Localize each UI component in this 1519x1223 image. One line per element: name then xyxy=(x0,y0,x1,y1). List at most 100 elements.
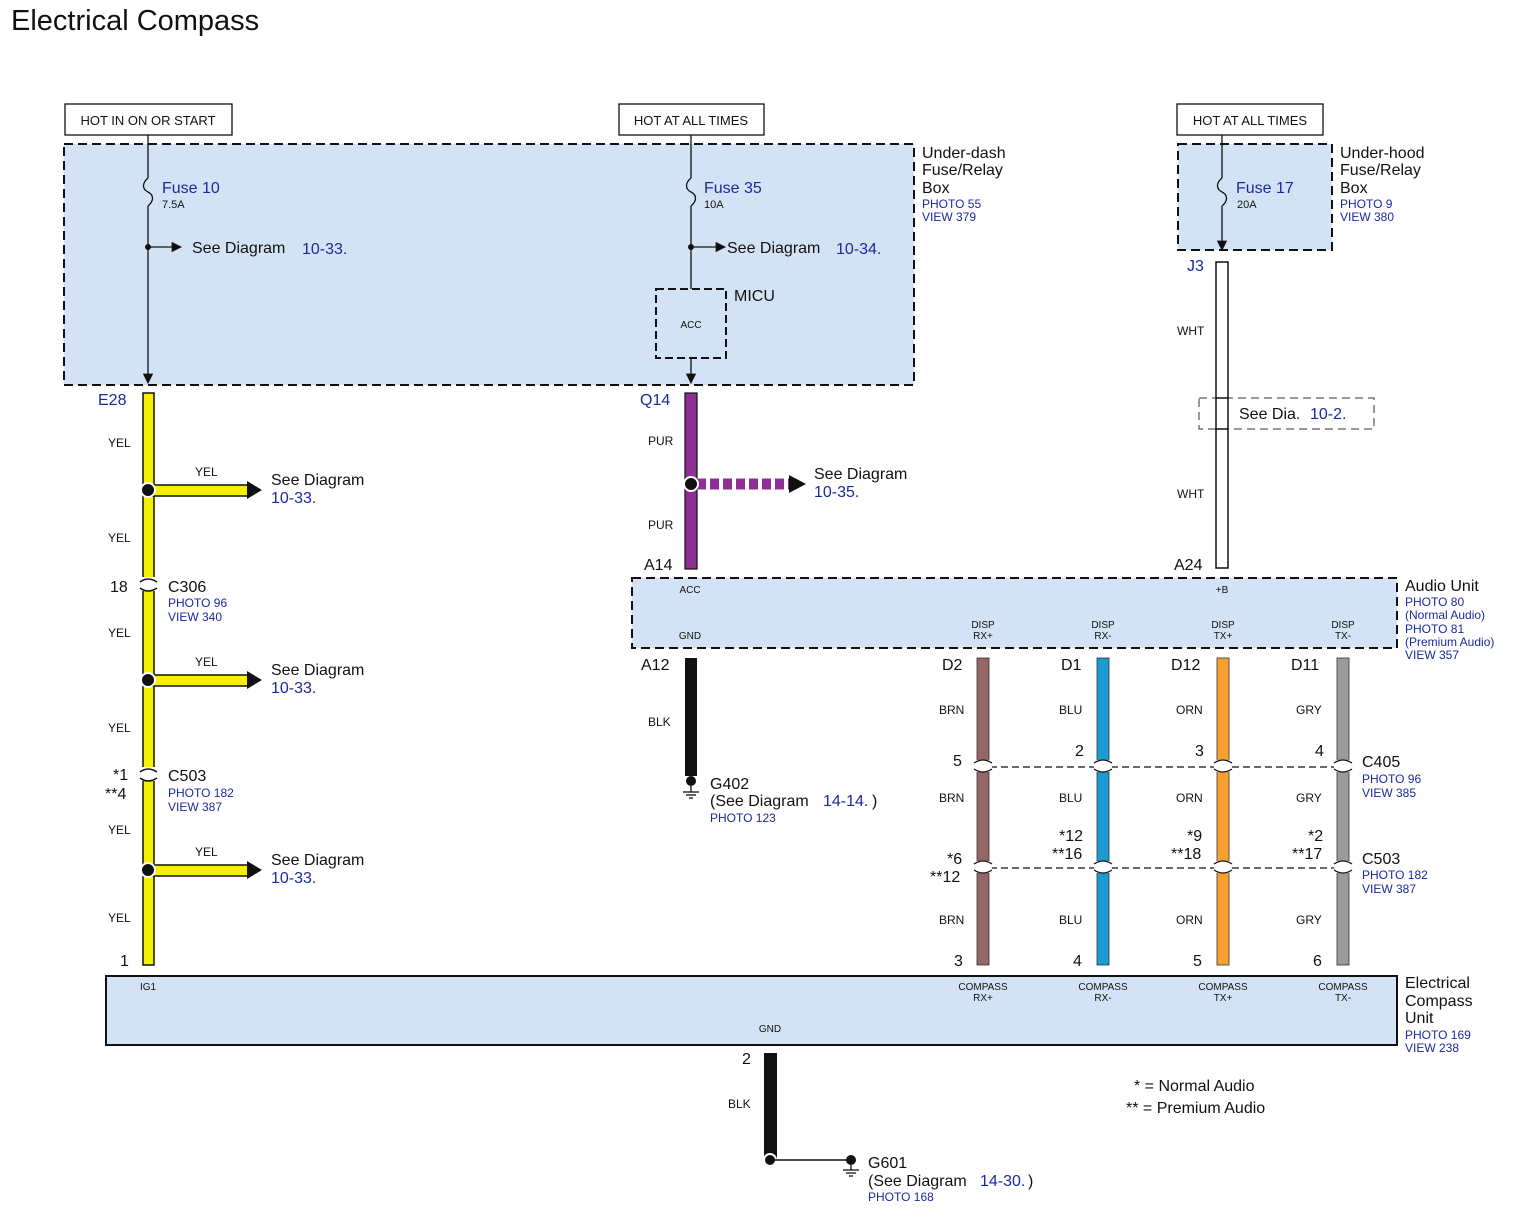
underhood-photo-link[interactable]: PHOTO 9 xyxy=(1340,197,1393,211)
g402-photo-link[interactable]: PHOTO 123 xyxy=(710,811,776,825)
wire-label-yel-2: YEL xyxy=(108,531,131,545)
see-diagram-1033-link[interactable]: 10-33. xyxy=(302,241,347,258)
see-dia-link[interactable]: 10-2. xyxy=(1310,406,1346,423)
c405-view-link[interactable]: VIEW 385 xyxy=(1362,786,1416,800)
compass-unit-box xyxy=(105,975,1398,1046)
fuse-10-icon xyxy=(142,177,154,207)
audio-disp-rxp-sub: RX+ xyxy=(973,631,993,642)
audio-photo-81[interactable]: PHOTO 81 xyxy=(1405,622,1464,636)
c405-pin-brn: 5 xyxy=(953,753,962,770)
c503-right-pin-normal-gry: *2 xyxy=(1308,828,1323,845)
wire-label-brn-2: BRN xyxy=(939,791,964,805)
g601-link[interactable]: 14-30. xyxy=(980,1173,1025,1190)
compass-label-rxp: COMPASS xyxy=(958,982,1008,993)
c405-name: C405 xyxy=(1362,754,1400,771)
terminal-d11: D11 xyxy=(1291,657,1319,674)
audio-disp-txn: DISP xyxy=(1331,620,1355,631)
see-diagram-pur-link[interactable]: 10-35. xyxy=(814,484,859,501)
wire-label-yel-6: YEL xyxy=(108,911,131,925)
fuse-35-amp: 10A xyxy=(704,199,724,211)
g402-see: (See Diagram xyxy=(710,793,809,810)
audio-note-premium: (Premium Audio) xyxy=(1405,635,1494,649)
underdash-view-link[interactable]: VIEW 379 xyxy=(922,210,976,224)
terminal-d1: D1 xyxy=(1061,657,1082,674)
wire-label-yel-1: YEL xyxy=(108,436,131,450)
audio-disp-rxn-sub: RX- xyxy=(1094,631,1111,642)
wire-label-yel-4: YEL xyxy=(108,721,131,735)
connector-c503-right xyxy=(973,860,1353,874)
see-diagram-yel-1-link[interactable]: 10-33. xyxy=(271,490,316,507)
audio-view-link[interactable]: VIEW 357 xyxy=(1405,648,1459,662)
c503-left-photo-link[interactable]: PHOTO 182 xyxy=(168,786,234,800)
see-diagram-1033-text: See Diagram xyxy=(192,240,285,257)
wire-blk-g402 xyxy=(685,658,697,776)
c503-left-name: C503 xyxy=(168,768,206,785)
audio-disp-rxn: DISP xyxy=(1091,620,1115,631)
c503-right-pin-premium-gry: **17 xyxy=(1292,846,1322,863)
c503-right-view-link[interactable]: VIEW 387 xyxy=(1362,882,1416,896)
wire-label-blu-3: BLU xyxy=(1059,913,1082,927)
compass-pin-2: 2 xyxy=(742,1051,751,1068)
g601-close: ) xyxy=(1028,1173,1033,1190)
compass-label-txn: COMPASS xyxy=(1318,982,1368,993)
underhood-view-link[interactable]: VIEW 380 xyxy=(1340,210,1394,224)
micu-acc-label: ACC xyxy=(680,320,701,331)
compass-view-link[interactable]: VIEW 238 xyxy=(1405,1041,1459,1055)
compass-pin-ig1: IG1 xyxy=(140,982,157,993)
terminal-e28: E28 xyxy=(98,392,127,409)
wire-blu xyxy=(1096,657,1110,966)
underdash-name-1: Under-dash xyxy=(922,145,1006,162)
wire-label-yel-branch-2: YEL xyxy=(195,655,218,669)
wire-label-wht-1: WHT xyxy=(1177,324,1205,338)
c503-right-photo-link[interactable]: PHOTO 182 xyxy=(1362,868,1428,882)
source-hot-all-times-1: HOT AT ALL TIMES xyxy=(618,103,765,136)
connector-c306 xyxy=(139,577,158,592)
wire-label-yel-branch-1: YEL xyxy=(195,465,218,479)
audio-photo-80[interactable]: PHOTO 80 xyxy=(1405,595,1464,609)
wire-orn xyxy=(1216,657,1230,966)
see-diagram-yel-3: See Diagram xyxy=(271,852,364,869)
micu-label: MICU xyxy=(734,288,775,305)
wire-brn xyxy=(976,657,990,966)
g402-link[interactable]: 14-14. xyxy=(823,793,868,810)
ground-g601-icon xyxy=(843,1155,859,1177)
audio-pin-acc: ACC xyxy=(679,585,700,596)
c306-photo-link[interactable]: PHOTO 96 xyxy=(168,596,227,610)
see-diagram-yel-2-link[interactable]: 10-33. xyxy=(271,680,316,697)
c405-photo-link[interactable]: PHOTO 96 xyxy=(1362,772,1421,786)
c306-pin: 18 xyxy=(110,579,128,596)
c503-left-view-link[interactable]: VIEW 387 xyxy=(168,800,222,814)
wire-label-blk-1: BLK xyxy=(648,715,671,729)
audio-unit-box xyxy=(631,577,1398,649)
c306-name: C306 xyxy=(168,579,206,596)
terminal-a24: A24 xyxy=(1174,557,1203,574)
g601-photo-link[interactable]: PHOTO 168 xyxy=(868,1190,934,1204)
wire-label-blk-2: BLK xyxy=(728,1097,751,1111)
see-diagram-1034-link[interactable]: 10-34. xyxy=(836,241,881,258)
see-dia-text: See Dia. xyxy=(1239,406,1300,423)
c306-view-link[interactable]: VIEW 340 xyxy=(168,610,222,624)
see-diagram-yel-2: See Diagram xyxy=(271,662,364,679)
wire-label-gry-2: GRY xyxy=(1296,791,1322,805)
compass-photo-link[interactable]: PHOTO 169 xyxy=(1405,1028,1471,1042)
legend-premium: ** = Premium Audio xyxy=(1126,1100,1265,1117)
fuse-17-amp: 20A xyxy=(1237,199,1257,211)
terminal-d2: D2 xyxy=(942,657,963,674)
wire-label-gry-3: GRY xyxy=(1296,913,1322,927)
compass-label-rxp-sub: RX+ xyxy=(973,993,993,1004)
fuse-17-label: Fuse 17 xyxy=(1236,180,1294,197)
page-title: Electrical Compass xyxy=(11,5,259,37)
compass-label-txn-sub: TX- xyxy=(1335,993,1351,1004)
c503-right-pin-premium-blu: **16 xyxy=(1052,846,1082,863)
fuse-35-icon xyxy=(685,177,697,207)
wire-gry xyxy=(1336,657,1350,966)
c503-right-pin-normal-orn: *9 xyxy=(1187,828,1202,845)
see-diagram-yel-3-link[interactable]: 10-33. xyxy=(271,870,316,887)
g402-name: G402 xyxy=(710,776,749,793)
audio-note-normal: (Normal Audio) xyxy=(1405,608,1485,622)
source-hot-all-2-label: HOT AT ALL TIMES xyxy=(1193,113,1307,128)
c405-pin-blu: 2 xyxy=(1075,743,1084,760)
ground-g402-icon xyxy=(683,776,699,799)
compass-pin-gnd: GND xyxy=(759,1024,781,1035)
underdash-photo-link[interactable]: PHOTO 55 xyxy=(922,197,981,211)
